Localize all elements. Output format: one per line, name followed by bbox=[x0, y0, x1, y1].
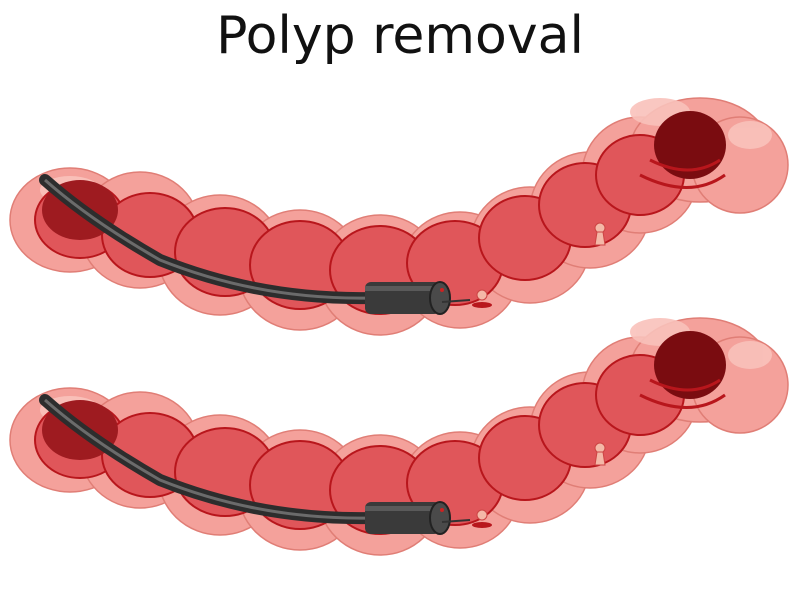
colon-endoscopy-icon bbox=[9, 97, 789, 336]
colon-illustration-top bbox=[0, 80, 800, 350]
page-title: Polyp removal bbox=[216, 6, 584, 66]
colon-illustration-bottom bbox=[0, 300, 800, 570]
colon-endoscopy-icon bbox=[9, 317, 789, 556]
